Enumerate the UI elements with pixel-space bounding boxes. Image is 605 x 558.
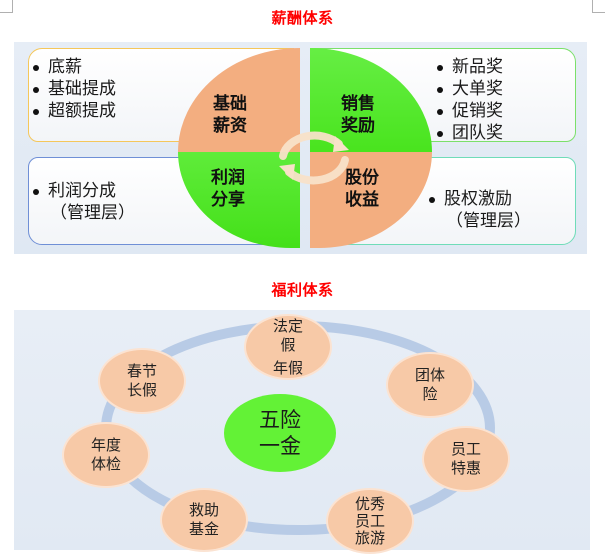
welfare-section-title: 福利体系	[271, 281, 334, 299]
list-item: 促销奖	[434, 100, 503, 122]
bubble-group-insurance: 团体 险	[388, 354, 472, 416]
list-item: 超额提成	[30, 100, 116, 122]
bubble-employee-perks: 员工 特惠	[424, 428, 508, 490]
bubble-annual-checkup: 年度 体检	[64, 424, 148, 486]
center-bubble: 五险 一金	[224, 394, 336, 472]
profit-share-list: 利润分成 （管理层）	[30, 180, 135, 224]
salary-diagram: 基础 薪资 销售 奖励 利润 分享 股份 收益 底薪 基础提成 超额提成 新品奖…	[14, 42, 587, 254]
equity-income-label: 股份 收益	[345, 168, 379, 210]
cycle-arrows-icon	[279, 131, 349, 185]
sales-reward-label: 销售 奖励	[341, 94, 375, 136]
list-item: 底薪	[30, 56, 116, 78]
page-corner-mark	[0, 0, 13, 13]
bubble-spring-festival-leave: 春节 长假	[100, 350, 184, 412]
profit-share-label: 利润 分享	[211, 168, 245, 210]
bubble-relief-fund: 救助 基金	[162, 490, 246, 550]
base-salary-label: 基础 薪资	[213, 94, 247, 136]
list-item: 基础提成	[30, 78, 116, 100]
bubble-statutory-holiday: 法定 假 年假	[246, 316, 330, 378]
bubble-excellent-staff-travel: 优秀 员工 旅游	[328, 490, 412, 552]
list-item: 利润分成 （管理层）	[30, 180, 135, 224]
sales-reward-list: 新品奖 大单奖 促销奖 团队奖	[434, 56, 503, 144]
base-salary-list: 底薪 基础提成 超额提成	[30, 56, 116, 122]
list-item: 股权激励 （管理层）	[426, 188, 531, 232]
salary-section-title: 薪酬体系	[271, 9, 334, 27]
list-item: 新品奖	[434, 56, 503, 78]
list-item: 团队奖	[434, 122, 503, 144]
welfare-diagram: 五险 一金 法定 假 年假 团体 险 员工 特惠 优秀 员工 旅游 救助	[14, 310, 590, 552]
list-item: 大单奖	[434, 78, 503, 100]
page-corner-mark	[592, 0, 605, 13]
equity-income-list: 股权激励 （管理层）	[426, 188, 531, 232]
